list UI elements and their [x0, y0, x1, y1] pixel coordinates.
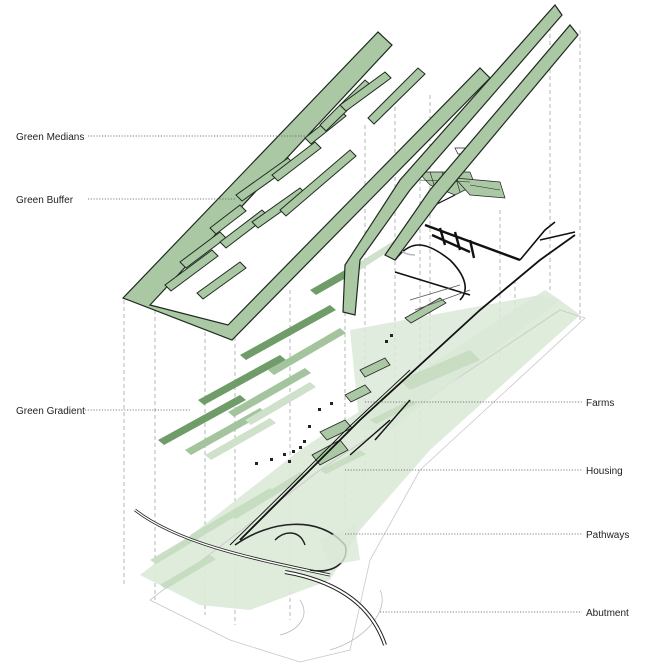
- farm-block: [344, 384, 372, 403]
- gradient-strip: [355, 240, 400, 270]
- green-buffer-layer: [342, 4, 579, 316]
- label-green-medians: Green Medians: [16, 132, 84, 143]
- farm-housing-ghost-layer: [320, 295, 560, 474]
- abutment-layer: [284, 570, 387, 646]
- label-green-gradient: Green Gradient: [16, 406, 85, 417]
- gradient-strip: [245, 382, 316, 425]
- farms-housing-detail: [229, 234, 576, 546]
- base-ghost-strips: [150, 472, 306, 589]
- gradient-strip: [310, 270, 351, 295]
- gradient-strip: [240, 305, 336, 360]
- label-housing: Housing: [586, 466, 623, 477]
- green-medians-frame: [121, 31, 491, 341]
- gradient-strip: [158, 395, 246, 445]
- green-buffer-band: [384, 24, 579, 261]
- gradient-strip: [228, 368, 311, 417]
- green-gradient-layer: [158, 240, 400, 460]
- label-farms: Farms: [586, 398, 614, 409]
- median-strips: [164, 67, 426, 300]
- farm-block: [359, 357, 391, 378]
- housing-dots: [255, 334, 393, 465]
- label-pathways: Pathways: [586, 530, 629, 541]
- leader-lines: [85, 135, 582, 613]
- label-abutment: Abutment: [586, 608, 629, 619]
- gradient-strip: [205, 418, 276, 460]
- farm-block: [404, 297, 447, 324]
- green-medians-layer: [121, 31, 491, 341]
- pathway-spine: [239, 234, 576, 541]
- pathways-layer: [134, 508, 360, 577]
- label-green-buffer: Green Buffer: [16, 195, 74, 206]
- gradient-strip: [268, 328, 346, 375]
- gradient-strip: [198, 355, 286, 405]
- diagram-labels: Green Medians Green Buffer Green Gradien…: [16, 132, 629, 619]
- green-buffer-band: [342, 4, 563, 316]
